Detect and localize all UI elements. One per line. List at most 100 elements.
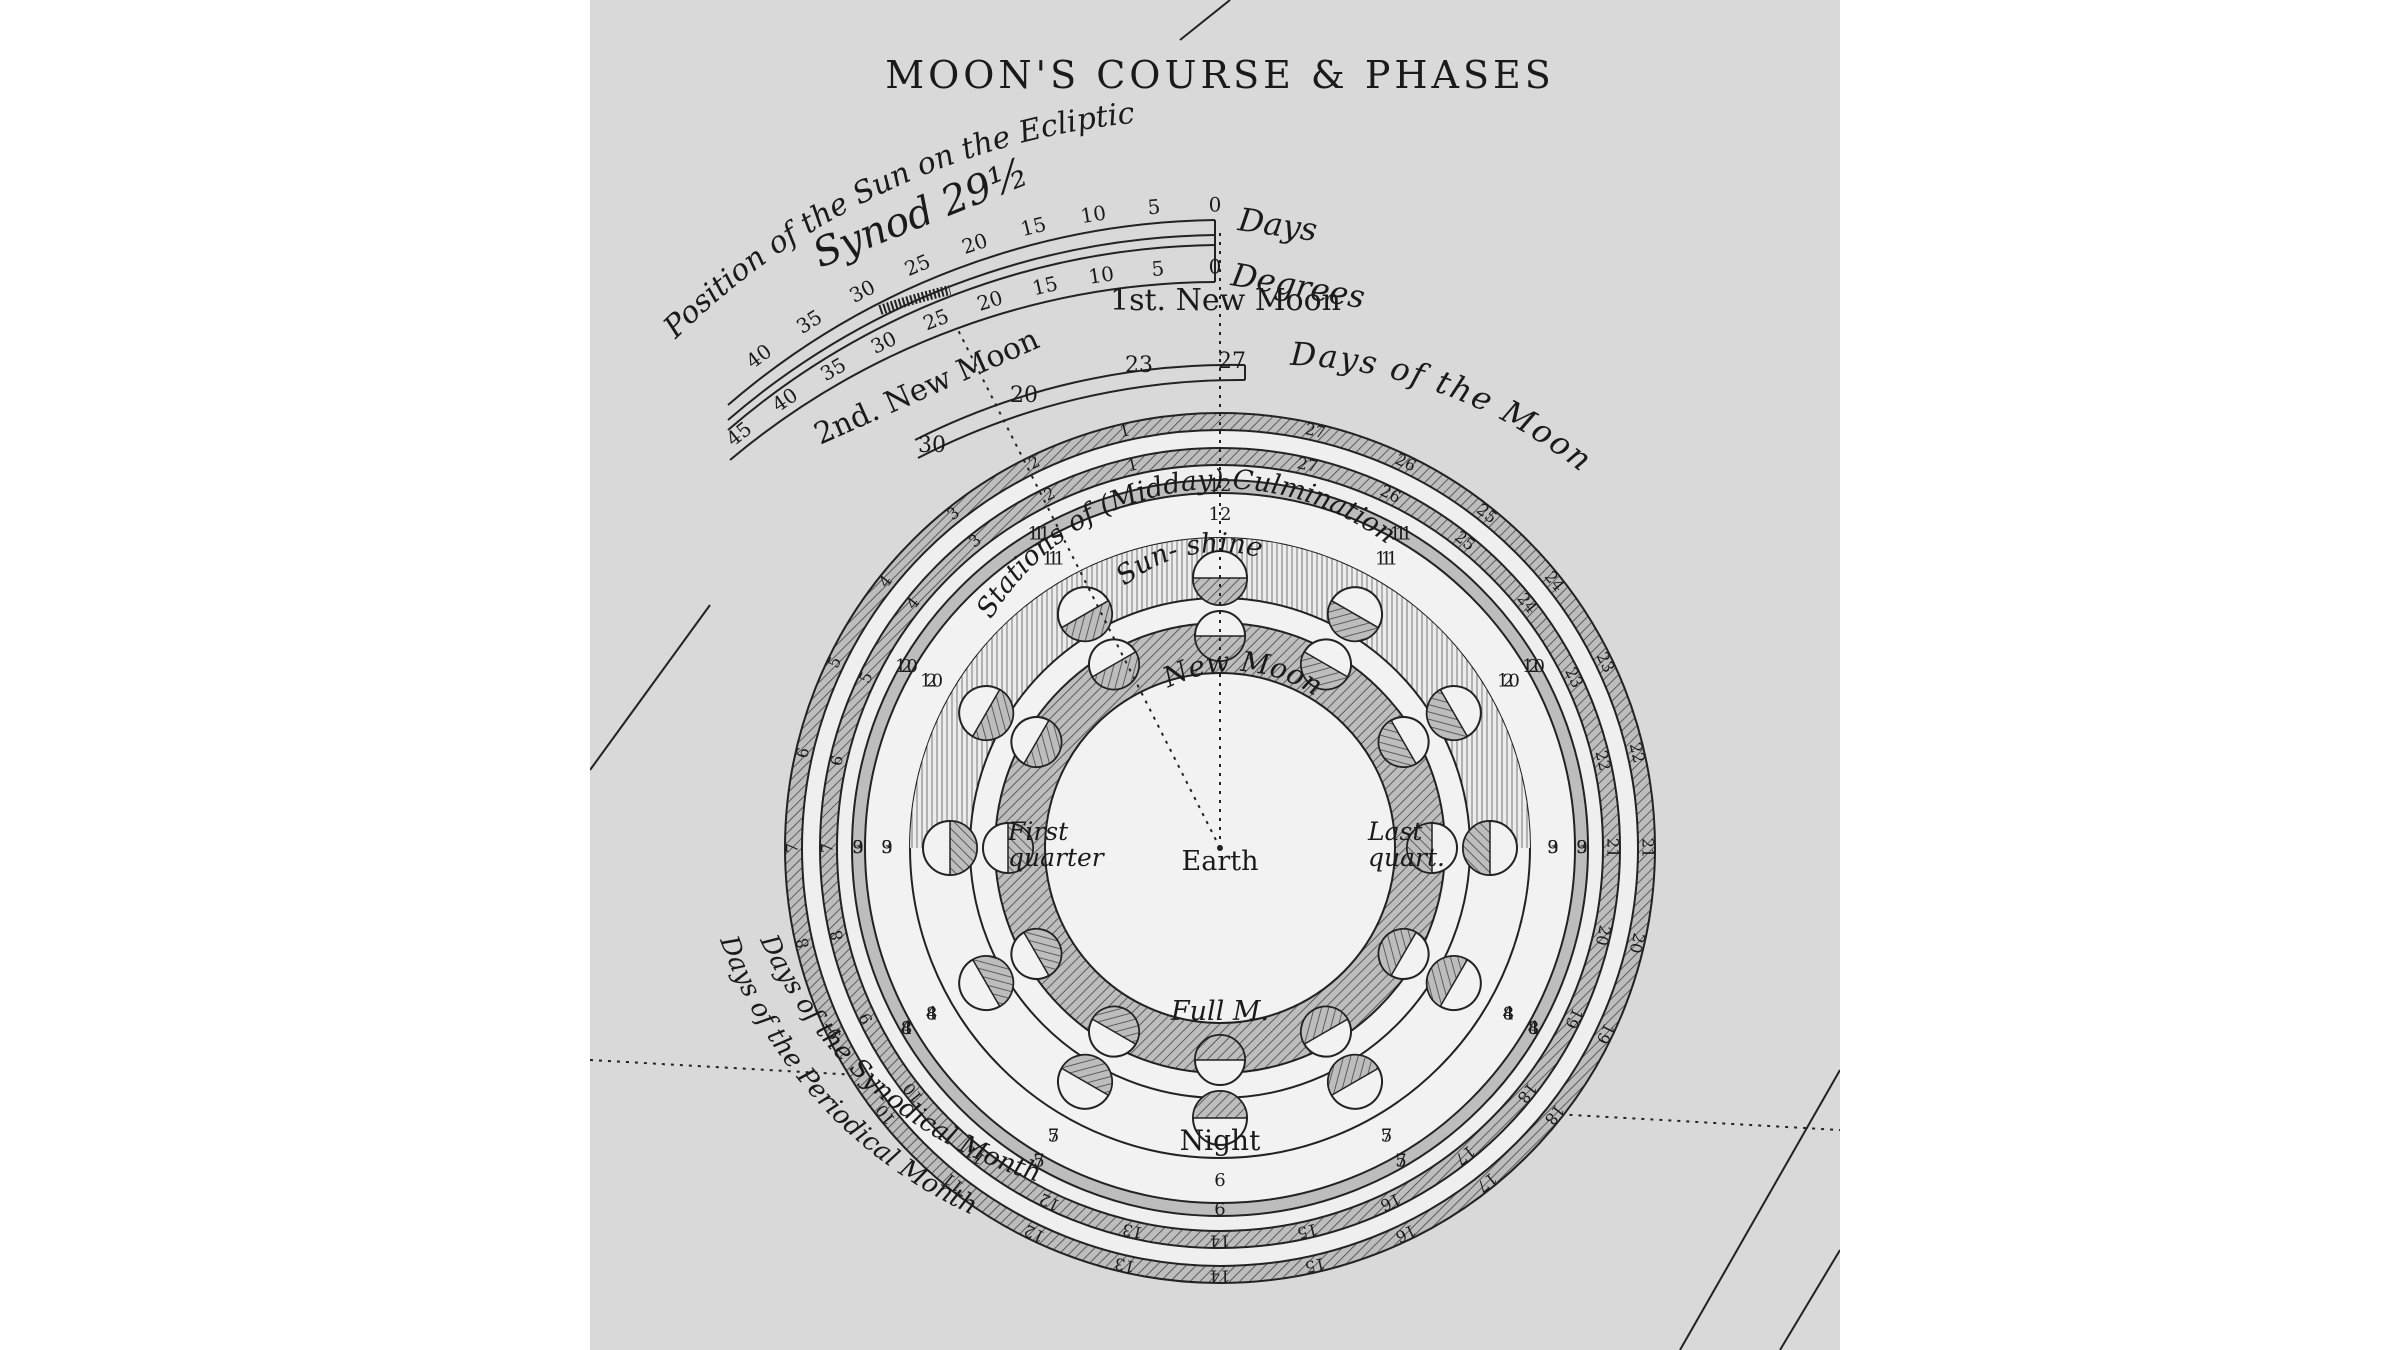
hour-number-inner: 5 xyxy=(1381,1125,1392,1146)
background-line xyxy=(1179,0,1231,41)
page-title: MOON'S COURSE & PHASES xyxy=(885,53,1555,97)
second-new-moon-pointer xyxy=(957,329,1221,849)
dotted-guide-line xyxy=(590,1059,1840,1131)
hour-number-outer: 9 xyxy=(1576,837,1587,858)
earth-label: Earth xyxy=(1182,846,1259,877)
days-scale-line xyxy=(727,219,1216,406)
degree-tick: 40 xyxy=(767,383,802,417)
hour-number-inner: 11 xyxy=(1042,549,1065,570)
hour-number-outer: 4 xyxy=(901,1018,912,1039)
hour-number-inner: 7 xyxy=(1381,1125,1392,1146)
hour-number-outer: 11 xyxy=(1390,524,1413,545)
moon-phase-icon xyxy=(1087,1005,1140,1058)
moon-phase-icon xyxy=(1057,1053,1114,1110)
quart-label: quart. xyxy=(1368,843,1445,872)
first-label: First xyxy=(1007,817,1069,846)
full-moon-label: Full M. xyxy=(1170,996,1269,1027)
moon-phase-icon xyxy=(1425,685,1482,742)
moon-phase-icon xyxy=(1462,820,1518,876)
synodical-day-number: 15 xyxy=(1295,1220,1319,1243)
moon-phase-icon xyxy=(1300,1005,1353,1058)
quarter-label: quarter xyxy=(1008,843,1106,872)
hour-number-outer: 2 xyxy=(901,656,912,677)
synod-mark xyxy=(878,285,952,315)
last-label: Last xyxy=(1367,817,1423,846)
hour-number-outer: 10 xyxy=(895,656,918,677)
moon-phase-icon xyxy=(1326,1053,1383,1110)
hour-number-inner: 5 xyxy=(1048,1125,1059,1146)
days-tick: 15 xyxy=(1018,212,1048,241)
moon-phase-icon xyxy=(1010,715,1063,768)
earth-point xyxy=(1217,845,1223,851)
hour-number-outer: 11 xyxy=(1028,524,1051,545)
moon-phase-icon xyxy=(1192,550,1248,606)
hour-number-inner: 10 xyxy=(920,671,943,692)
hour-number-inner: 9 xyxy=(1547,837,1558,858)
moon-phase-icon xyxy=(1377,927,1430,980)
hour-number-outer: 8 xyxy=(1528,1018,1539,1039)
periodical-day-number: 13 xyxy=(1113,1254,1137,1277)
diagram-plate: MOON'S COURSE & PHASES Position of the S… xyxy=(590,0,1840,1350)
periodical-day-number: 15 xyxy=(1303,1254,1327,1277)
synodical-day-number: 22 xyxy=(1592,749,1615,773)
periodical-day-number: 7 xyxy=(783,843,802,853)
hour-number-outer: 10 xyxy=(1522,656,1545,677)
moon-phase-icon xyxy=(1299,638,1352,691)
degree-tick: 0 xyxy=(1209,255,1222,279)
degree-tick: 10 xyxy=(1087,261,1116,289)
synodical-day-number: 7 xyxy=(818,843,837,853)
periodical-day-number: 8 xyxy=(792,936,813,950)
hour-number-inner: 1 xyxy=(1048,549,1059,570)
degrees-scale-line xyxy=(729,281,1216,461)
moon-phase-icon xyxy=(1056,586,1113,643)
days-tick: 40 xyxy=(741,339,776,373)
hour-number-inner: 4 xyxy=(926,1004,937,1025)
moon-days-tick: 30 xyxy=(918,433,946,458)
moon-phase-icon xyxy=(1406,822,1458,874)
periodical-day-number: 6 xyxy=(792,746,813,760)
days-label: Days xyxy=(1235,200,1320,249)
moon-days-scale-line xyxy=(914,363,1246,441)
background-line xyxy=(1679,1069,1840,1350)
days-tick: 0 xyxy=(1209,193,1222,217)
synodical-day-number: 21 xyxy=(1604,838,1623,858)
hour-number-inner: 3 xyxy=(881,837,892,858)
hour-number-outer: 7 xyxy=(1395,1151,1406,1172)
moon-phase-icon xyxy=(1327,586,1384,643)
synodical-day-number: 14 xyxy=(1210,1232,1230,1251)
hour-number-outer: 6 xyxy=(1214,1199,1225,1220)
hour-number-inner: 8 xyxy=(926,1004,937,1025)
hour-number-outer: 7 xyxy=(1033,1151,1044,1172)
degree-tick: 20 xyxy=(974,285,1005,315)
moon-phase-icons xyxy=(922,550,1518,1146)
days-scale-line xyxy=(727,244,1216,431)
degree-tick: 25 xyxy=(920,304,952,336)
hour-number-outer: 8 xyxy=(901,1018,912,1039)
hour-number-outer: 2 xyxy=(1528,656,1539,677)
periodical-day-number: 21 xyxy=(1639,838,1658,858)
moon-phase-icon xyxy=(1010,927,1063,980)
hour-number-outer: 4 xyxy=(1528,1018,1539,1039)
days-tick: 30 xyxy=(845,275,879,308)
moon-diagram: MOON'S COURSE & PHASES Position of the S… xyxy=(590,0,1840,1350)
moon-phase-icon xyxy=(958,685,1015,742)
periodical-day-number: 20 xyxy=(1626,931,1649,955)
moon-phase-icon xyxy=(1425,955,1482,1012)
hour-number-outer: 9 xyxy=(852,837,863,858)
moon-phase-icon xyxy=(1088,638,1141,691)
hour-number-inner: 9 xyxy=(881,837,892,858)
hour-number-inner: 2 xyxy=(1503,671,1514,692)
moon-phase-icon xyxy=(922,820,978,876)
hour-number-outer: 3 xyxy=(1576,837,1587,858)
synodical-day-number: 20 xyxy=(1592,923,1615,947)
days-tick: 25 xyxy=(901,249,934,281)
moon-phase-icon xyxy=(1377,715,1430,768)
days-tick: 5 xyxy=(1147,194,1162,219)
hour-number-inner: 3 xyxy=(1547,837,1558,858)
night-label: Night xyxy=(1180,1124,1261,1157)
hour-number-outer: 5 xyxy=(1033,1151,1044,1172)
moon-phase-icon xyxy=(958,955,1015,1012)
days-tick: 10 xyxy=(1079,200,1108,228)
first-new-moon-label: 1st. New Moon xyxy=(1110,283,1341,318)
